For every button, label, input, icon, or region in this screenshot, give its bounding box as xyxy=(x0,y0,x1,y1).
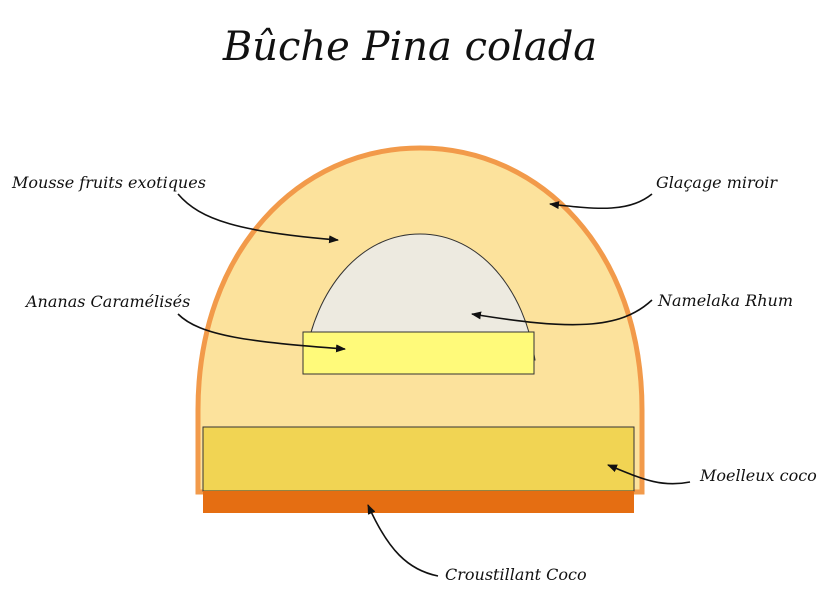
label-moelleux: Moelleux coco xyxy=(699,466,817,485)
label-croustillant: Croustillant Coco xyxy=(445,565,587,584)
arrow-moelleux xyxy=(607,464,691,485)
label-mousse: Mousse fruits exotiques xyxy=(11,173,206,192)
ananas-layer xyxy=(302,331,535,375)
arrow-mousse xyxy=(177,193,339,244)
moelleux-layer xyxy=(202,426,635,492)
arrow-ananas xyxy=(177,313,346,353)
croustillant-layer xyxy=(203,491,634,513)
arrow-namelaka xyxy=(471,299,653,326)
arrow-glacage xyxy=(549,193,653,210)
arrow-croustillant xyxy=(367,504,439,577)
namelaka-layer xyxy=(304,233,536,361)
label-ananas: Ananas Caramélisés xyxy=(24,292,190,311)
label-namelaka: Namelaka Rhum xyxy=(657,291,793,310)
label-glacage: Glaçage miroir xyxy=(656,173,778,192)
diagram-title: Bûche Pina colada xyxy=(222,24,597,70)
